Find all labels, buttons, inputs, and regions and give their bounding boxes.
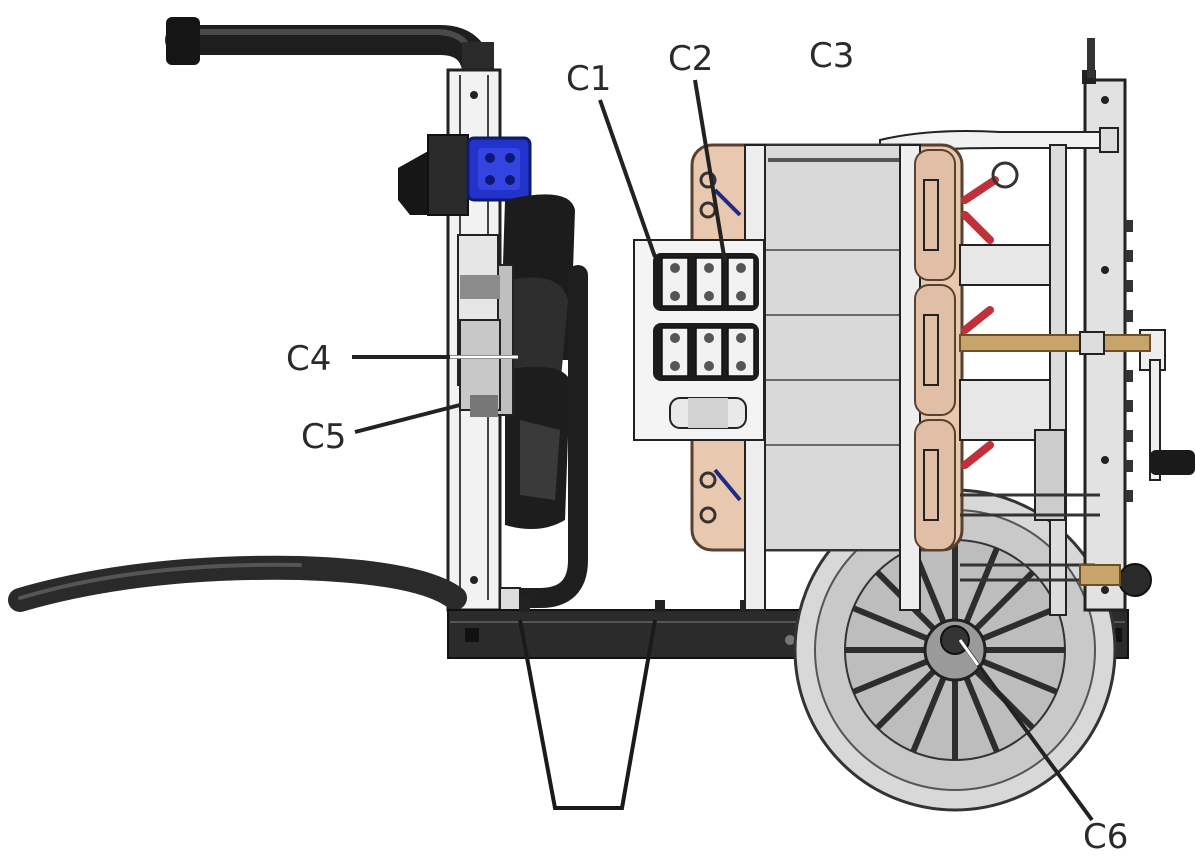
top-handle: [166, 17, 494, 122]
rectifier-panel: [634, 240, 764, 440]
leader-c5: [355, 405, 460, 432]
label-c2: C2: [668, 39, 713, 79]
label-c6: C6: [1083, 817, 1128, 856]
leader-c1: [600, 100, 655, 257]
label-c4: C4: [286, 339, 331, 379]
fan-motor: [458, 235, 500, 417]
label-c5: C5: [301, 417, 346, 457]
cooling-fan: [495, 194, 575, 529]
label-c3: C3: [809, 36, 854, 76]
label-c1: C1: [566, 59, 611, 99]
rear-frame: [1082, 38, 1195, 610]
